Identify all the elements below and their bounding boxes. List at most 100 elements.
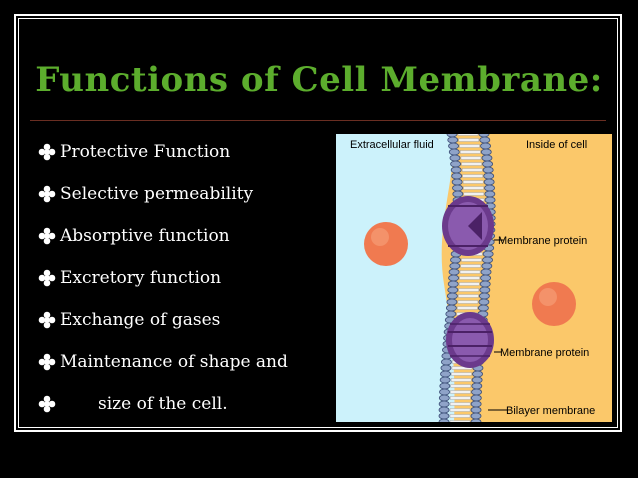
slide-frame-outer (14, 14, 622, 432)
lipid-head (472, 370, 483, 378)
lipid-head (449, 262, 461, 270)
cell-membrane-diagram: Extracellular fluid Inside of cell Membr… (336, 134, 612, 422)
lipid-head (447, 136, 459, 144)
lipid-tail (451, 366, 473, 370)
lipid-tail (460, 156, 482, 160)
lipid-head (470, 406, 482, 414)
lipid-tail (463, 186, 484, 190)
lipid-head (471, 388, 482, 396)
lipid-head (477, 304, 489, 312)
lipid-tail (459, 144, 480, 148)
extracellular-region (336, 134, 456, 422)
bullet-list: Protective Function Selective permeabili… (38, 142, 288, 436)
membrane-protein-1 (442, 196, 494, 256)
lipid-head (482, 256, 493, 264)
lipid-tail (461, 168, 483, 172)
lipid-head (484, 184, 495, 192)
lipid-tail (457, 134, 479, 136)
diamond-bullet-icon (38, 311, 56, 329)
diamond-bullet-icon (38, 269, 56, 287)
lipid-tail (450, 384, 472, 388)
lipid-head (470, 394, 482, 402)
bullet-text: Selective permeability (60, 184, 254, 204)
lipid-head (446, 134, 458, 138)
lipid-head (438, 412, 450, 420)
lipid-head (439, 382, 451, 390)
lipid-tail (463, 192, 485, 196)
lipid-tail (462, 180, 484, 184)
lipid-head (448, 268, 460, 276)
particle-outside (364, 222, 408, 266)
lipid-head (450, 160, 461, 168)
membrane-protein-2 (446, 312, 494, 368)
lipid-head (470, 400, 482, 408)
lipid-head (482, 166, 494, 174)
lipid-tail (458, 288, 480, 292)
lipid-head (445, 304, 457, 312)
bullet-text: Absorptive function (60, 226, 230, 246)
lipid-head (445, 310, 457, 318)
bullet-text: Protective Function (60, 142, 231, 162)
lipid-head (479, 136, 491, 144)
particle-inside (532, 282, 576, 326)
lipid-tail (461, 162, 482, 166)
label-extracellular: Extracellular fluid (350, 139, 434, 151)
lipid-tail (458, 138, 479, 142)
lipid-head (480, 148, 492, 156)
bullet-item: Protective Function (38, 142, 288, 184)
lipid-head (439, 388, 450, 396)
lipid-head (446, 298, 458, 306)
bullet-text: Exchange of gases (60, 310, 221, 330)
lipid-head (438, 406, 450, 414)
lipid-tail (450, 390, 471, 394)
bullet-text: size of the cell. (98, 394, 228, 414)
lipid-tail (457, 300, 479, 304)
label-protein-2: Membrane protein (500, 347, 589, 359)
lipid-head (484, 196, 496, 204)
bullet-text: Maintenance of shape and (60, 352, 288, 372)
lipid-head (478, 292, 490, 300)
lipid-head (450, 256, 461, 264)
lipid-tail (450, 378, 472, 382)
lipid-head (483, 172, 495, 180)
diamond-bullet-icon (38, 395, 56, 413)
lipid-head (451, 178, 463, 186)
lipid-tail (458, 294, 479, 298)
lipid-head (446, 292, 458, 300)
lipid-tail (459, 270, 481, 274)
label-protein-1: Membrane protein (498, 235, 587, 247)
lipid-head (449, 154, 461, 162)
lipid-tail (449, 414, 471, 418)
lipid-head (440, 370, 451, 378)
bullet-item: Excretory function (38, 268, 288, 310)
lipid-head (480, 268, 492, 276)
lipid-head (439, 376, 451, 384)
label-inside: Inside of cell (526, 139, 587, 151)
bullet-item: Maintenance of shape and (38, 352, 288, 394)
lipid-tail (459, 276, 480, 280)
lipid-tail (449, 402, 471, 406)
lipid-head (451, 172, 463, 180)
lipid-tail (462, 174, 483, 178)
lipid-tail (449, 408, 471, 412)
lipid-head (471, 376, 483, 384)
lipid-head (438, 400, 450, 408)
lipid-tail (457, 306, 478, 310)
lipid-tail (460, 150, 481, 154)
lipid-tail (450, 396, 471, 400)
lipid-head (470, 412, 482, 420)
bullet-text: Excretory function (60, 268, 222, 288)
bullet-item: size of the cell. (38, 394, 288, 436)
lipid-head (452, 184, 463, 192)
lipid-tail (451, 372, 472, 376)
lipid-head (448, 148, 460, 156)
diamond-bullet-icon (38, 185, 56, 203)
lipid-tail (459, 282, 480, 286)
lipid-head (482, 160, 493, 168)
lipid-head (447, 286, 459, 294)
lipid-tail (461, 258, 482, 262)
lipid-head (471, 382, 483, 390)
label-bilayer: Bilayer membrane (506, 405, 595, 417)
lipid-tail (460, 264, 482, 268)
lipid-head (440, 364, 452, 372)
